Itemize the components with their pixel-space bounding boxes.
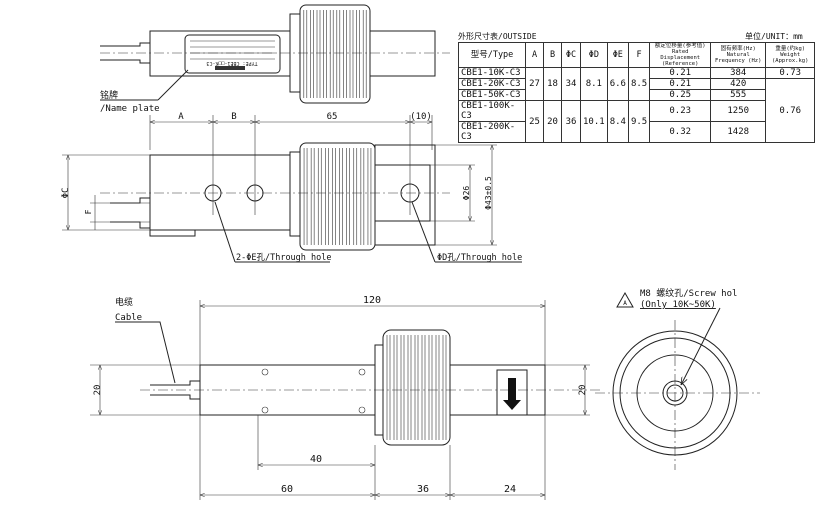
screw-hole-note: (Only 10K~50K) xyxy=(640,300,716,310)
dim-phi-26: Φ26 xyxy=(462,186,471,201)
dim-a: A xyxy=(178,112,184,122)
side-view: ΦC F Φ26 Φ43±0.5 2-ΦE孔/Through hole ΦD孔/… xyxy=(61,142,522,263)
dim-10: (10) xyxy=(410,112,432,122)
dim-65: 65 xyxy=(327,112,338,122)
dim-60: 60 xyxy=(281,484,293,495)
arrow-down-icon xyxy=(503,378,521,410)
dim-20-left: 20 xyxy=(93,385,103,396)
through-hole-d xyxy=(400,183,420,203)
nameplate-label-cn: 铭牌 xyxy=(100,89,118,101)
through-hole-d-label: ΦD孔/Through hole xyxy=(437,253,522,263)
th-c: ΦC xyxy=(561,42,581,68)
th-displacement: 额定位移量(参考值) xyxy=(654,43,706,49)
through-hole-e1 xyxy=(204,184,222,202)
table-title: 外形尺寸表/OUTSIDE xyxy=(458,32,537,41)
dim-b: B xyxy=(231,112,236,122)
th-d: ΦD xyxy=(580,42,608,68)
dim-20-right: 20 xyxy=(578,385,588,396)
dim-phi-c: ΦC xyxy=(61,188,71,199)
note-mark: A xyxy=(623,300,627,307)
th-weight-en: Weight (Approx.kg) xyxy=(772,52,809,64)
nameplate-label-en: /Name plate xyxy=(100,104,160,114)
top-view: TYPE: CBE1-□□K-C3 铭牌 /Name plate xyxy=(100,4,450,114)
dim-phi-43: Φ43±0.5 xyxy=(484,176,493,210)
dim-36: 36 xyxy=(417,484,429,495)
dim-24: 24 xyxy=(504,484,516,495)
dim-120: 120 xyxy=(363,295,381,306)
th-b: B xyxy=(543,42,562,68)
th-displacement-en: Rated Displacement (Reference) xyxy=(660,49,701,67)
body-right xyxy=(369,30,436,77)
bellows-front xyxy=(382,329,451,446)
nameplate xyxy=(184,34,281,74)
th-e: ΦE xyxy=(606,42,629,68)
th-type: 型号/Type xyxy=(458,42,526,68)
th-frequency: 固有频率(Hz) xyxy=(720,46,756,52)
through-hole-e2 xyxy=(246,184,264,202)
dimension-row-top: A B 65 (10) xyxy=(149,112,433,215)
note-triangle-icon xyxy=(616,291,634,308)
table-unit: 单位/UNIT：mm xyxy=(745,32,803,41)
through-hole-e-label: 2-ΦE孔/Through hole xyxy=(236,253,332,263)
th-f: F xyxy=(627,42,651,68)
cable-label-en: Cable xyxy=(115,313,142,323)
dim-40: 40 xyxy=(310,454,322,465)
nameplate-type: TYPE: CBE1-□□K-C3 xyxy=(206,60,257,66)
cable-label-cn: 电缆 xyxy=(115,296,133,308)
screw-hole-label: M8 螺纹孔/Screw hol xyxy=(640,287,737,299)
th-weight: 重量(约kg) xyxy=(775,46,806,52)
th-a: A xyxy=(525,42,544,68)
dim-f: F xyxy=(84,209,93,214)
end-view: A M8 螺纹孔/Screw hol (Only 10K~50K) xyxy=(595,287,760,470)
spec-table: 型号/Type A B ΦC ΦD ΦE F 额定位移量(参考值)Rated D… xyxy=(458,42,816,143)
load-direction-box xyxy=(496,369,528,416)
th-frequency-en: Natural Frequency (Hz) xyxy=(715,52,762,64)
front-view: 120 电缆 Cable 20 20 40 60 36 24 xyxy=(90,295,600,500)
